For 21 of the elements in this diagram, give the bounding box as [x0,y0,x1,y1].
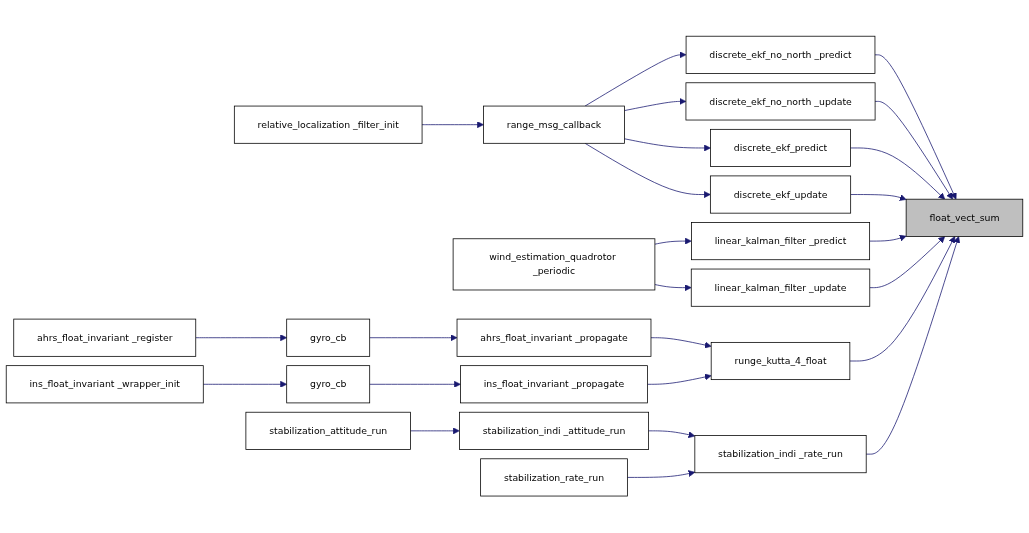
node-box: ins_float_invariant _wrapper_init [5,365,204,404]
node-box: discrete_ekf_update [710,175,852,214]
node-box: ahrs_float_invariant _register [13,319,197,358]
node-box: ins_float_invariant _propagate [460,365,648,404]
node-box: gyro_cb [286,365,371,404]
node-box: stabilization_attitude_run [245,412,411,451]
node-box: linear_kalman_filter _update [690,269,871,308]
node-box: discrete_ekf_no_north _update [685,82,876,121]
node-box: range_msg_callback [483,106,625,145]
node-box: float_vect_sum [905,199,1024,238]
node-box: stabilization_indi _rate_run [694,435,867,474]
node-box: stabilization_rate_run [480,458,628,497]
node-box: relative_localization _filter_init [233,106,423,145]
node-box: ahrs_float_invariant _propagate [456,319,652,358]
node-box: discrete_ekf_predict [710,129,851,168]
node-box: stabilization_indi _attitude_run [459,412,649,451]
node-box: gyro_cb [286,319,371,358]
node-box: discrete_ekf_no_north _predict [685,36,876,75]
node-box: wind_estimation_quadrotor _periodic [452,238,656,291]
node-box: linear_kalman_filter _predict [691,222,871,261]
node-box: runge_kutta_4_float [710,342,851,381]
